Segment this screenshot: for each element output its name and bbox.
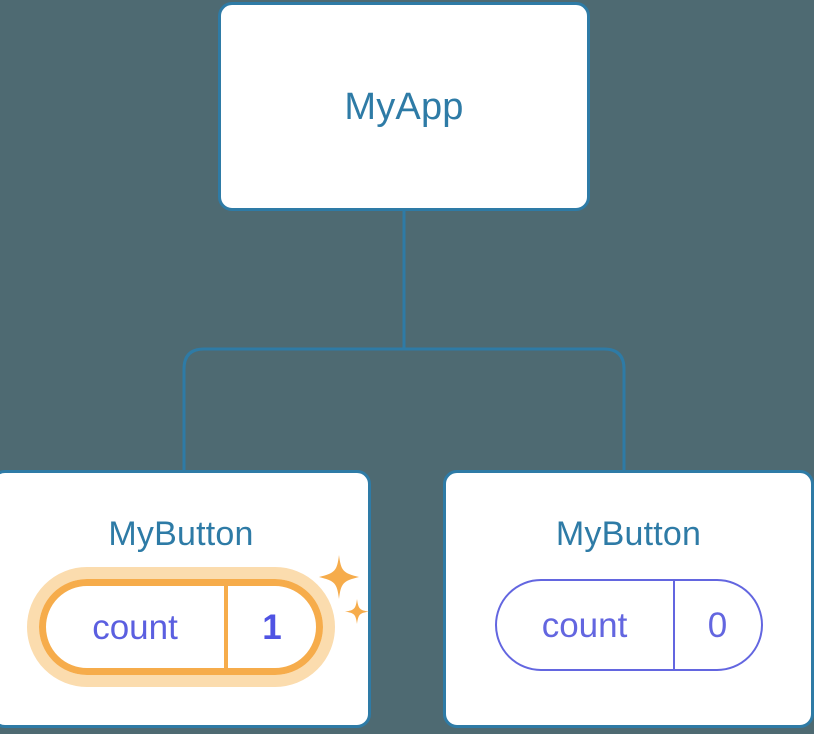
prop-pill-wrapper-unchanged: count 0	[494, 579, 763, 671]
node-card-mybutton-updated[interactable]: MyButton count 1	[0, 470, 371, 728]
node-card-myapp[interactable]: MyApp	[218, 2, 590, 211]
sparkle-icon-large	[319, 555, 359, 599]
prop-pill-wrapper-updated: count 1	[27, 555, 369, 687]
prop-value-count-updated: 1	[262, 607, 282, 647]
node-title-myapp: MyApp	[344, 85, 464, 128]
node-title-mybutton-updated: MyButton	[108, 515, 254, 553]
prop-pill-count-unchanged[interactable]: count 0	[494, 579, 763, 671]
prop-label-count-unchanged: count	[497, 581, 675, 669]
connector-branch-bus	[182, 347, 626, 470]
prop-value-count-unchanged: 0	[707, 605, 728, 645]
node-card-mybutton-unchanged[interactable]: MyButton count 0	[443, 470, 814, 728]
sparkle-icon-small	[345, 599, 369, 624]
prop-pill-count-updated[interactable]: count 1	[39, 579, 323, 675]
prop-label-count-updated: count	[46, 586, 228, 668]
node-title-mybutton-unchanged: MyButton	[555, 515, 702, 553]
